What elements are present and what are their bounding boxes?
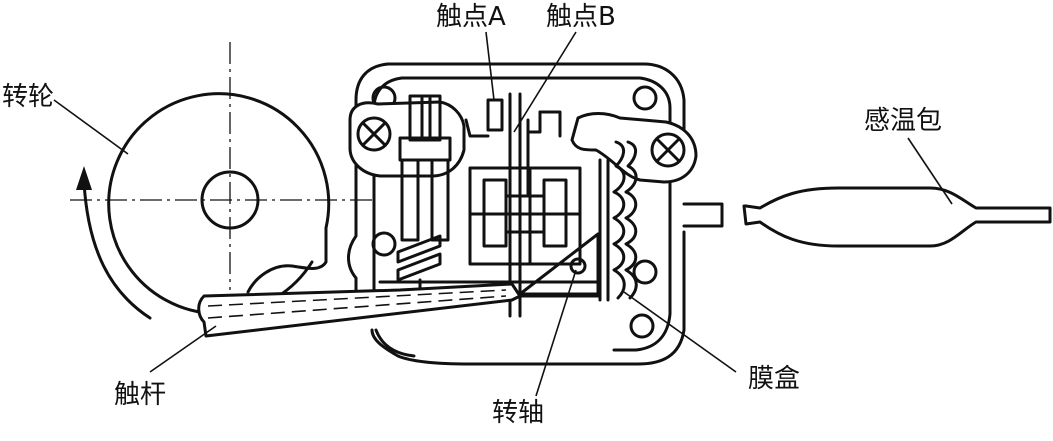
leader-wheel: [53, 99, 129, 155]
leader-lines: [53, 31, 953, 397]
housing: [347, 62, 724, 366]
center-mechanism: [468, 166, 582, 266]
cam-wheel: [70, 42, 372, 316]
label-bulb: 感温包: [864, 106, 943, 136]
lever: [197, 282, 522, 338]
contact-b: [508, 92, 562, 318]
label-bellows: 膜盒: [748, 364, 801, 394]
shaft-pivot: [518, 158, 610, 302]
label-contact-a: 触点A: [436, 2, 506, 32]
label-lever: 触杆: [114, 380, 167, 410]
leader-lever: [149, 325, 217, 373]
leader-contact-a: [485, 31, 495, 101]
contact-spring: [396, 94, 452, 296]
label-contact-b: 触点B: [546, 2, 616, 32]
label-shaft: 转轴: [492, 398, 545, 428]
contact-a: [464, 98, 504, 138]
leader-shaft: [535, 269, 577, 397]
leader-contact-b: [513, 31, 577, 133]
label-wheel: 转轮: [2, 82, 55, 112]
leader-bellows: [623, 291, 737, 373]
rotation-arrow: [76, 166, 152, 320]
leader-bulb: [907, 137, 953, 205]
bellows: [612, 140, 638, 300]
sensing-bulb: [742, 186, 1052, 248]
